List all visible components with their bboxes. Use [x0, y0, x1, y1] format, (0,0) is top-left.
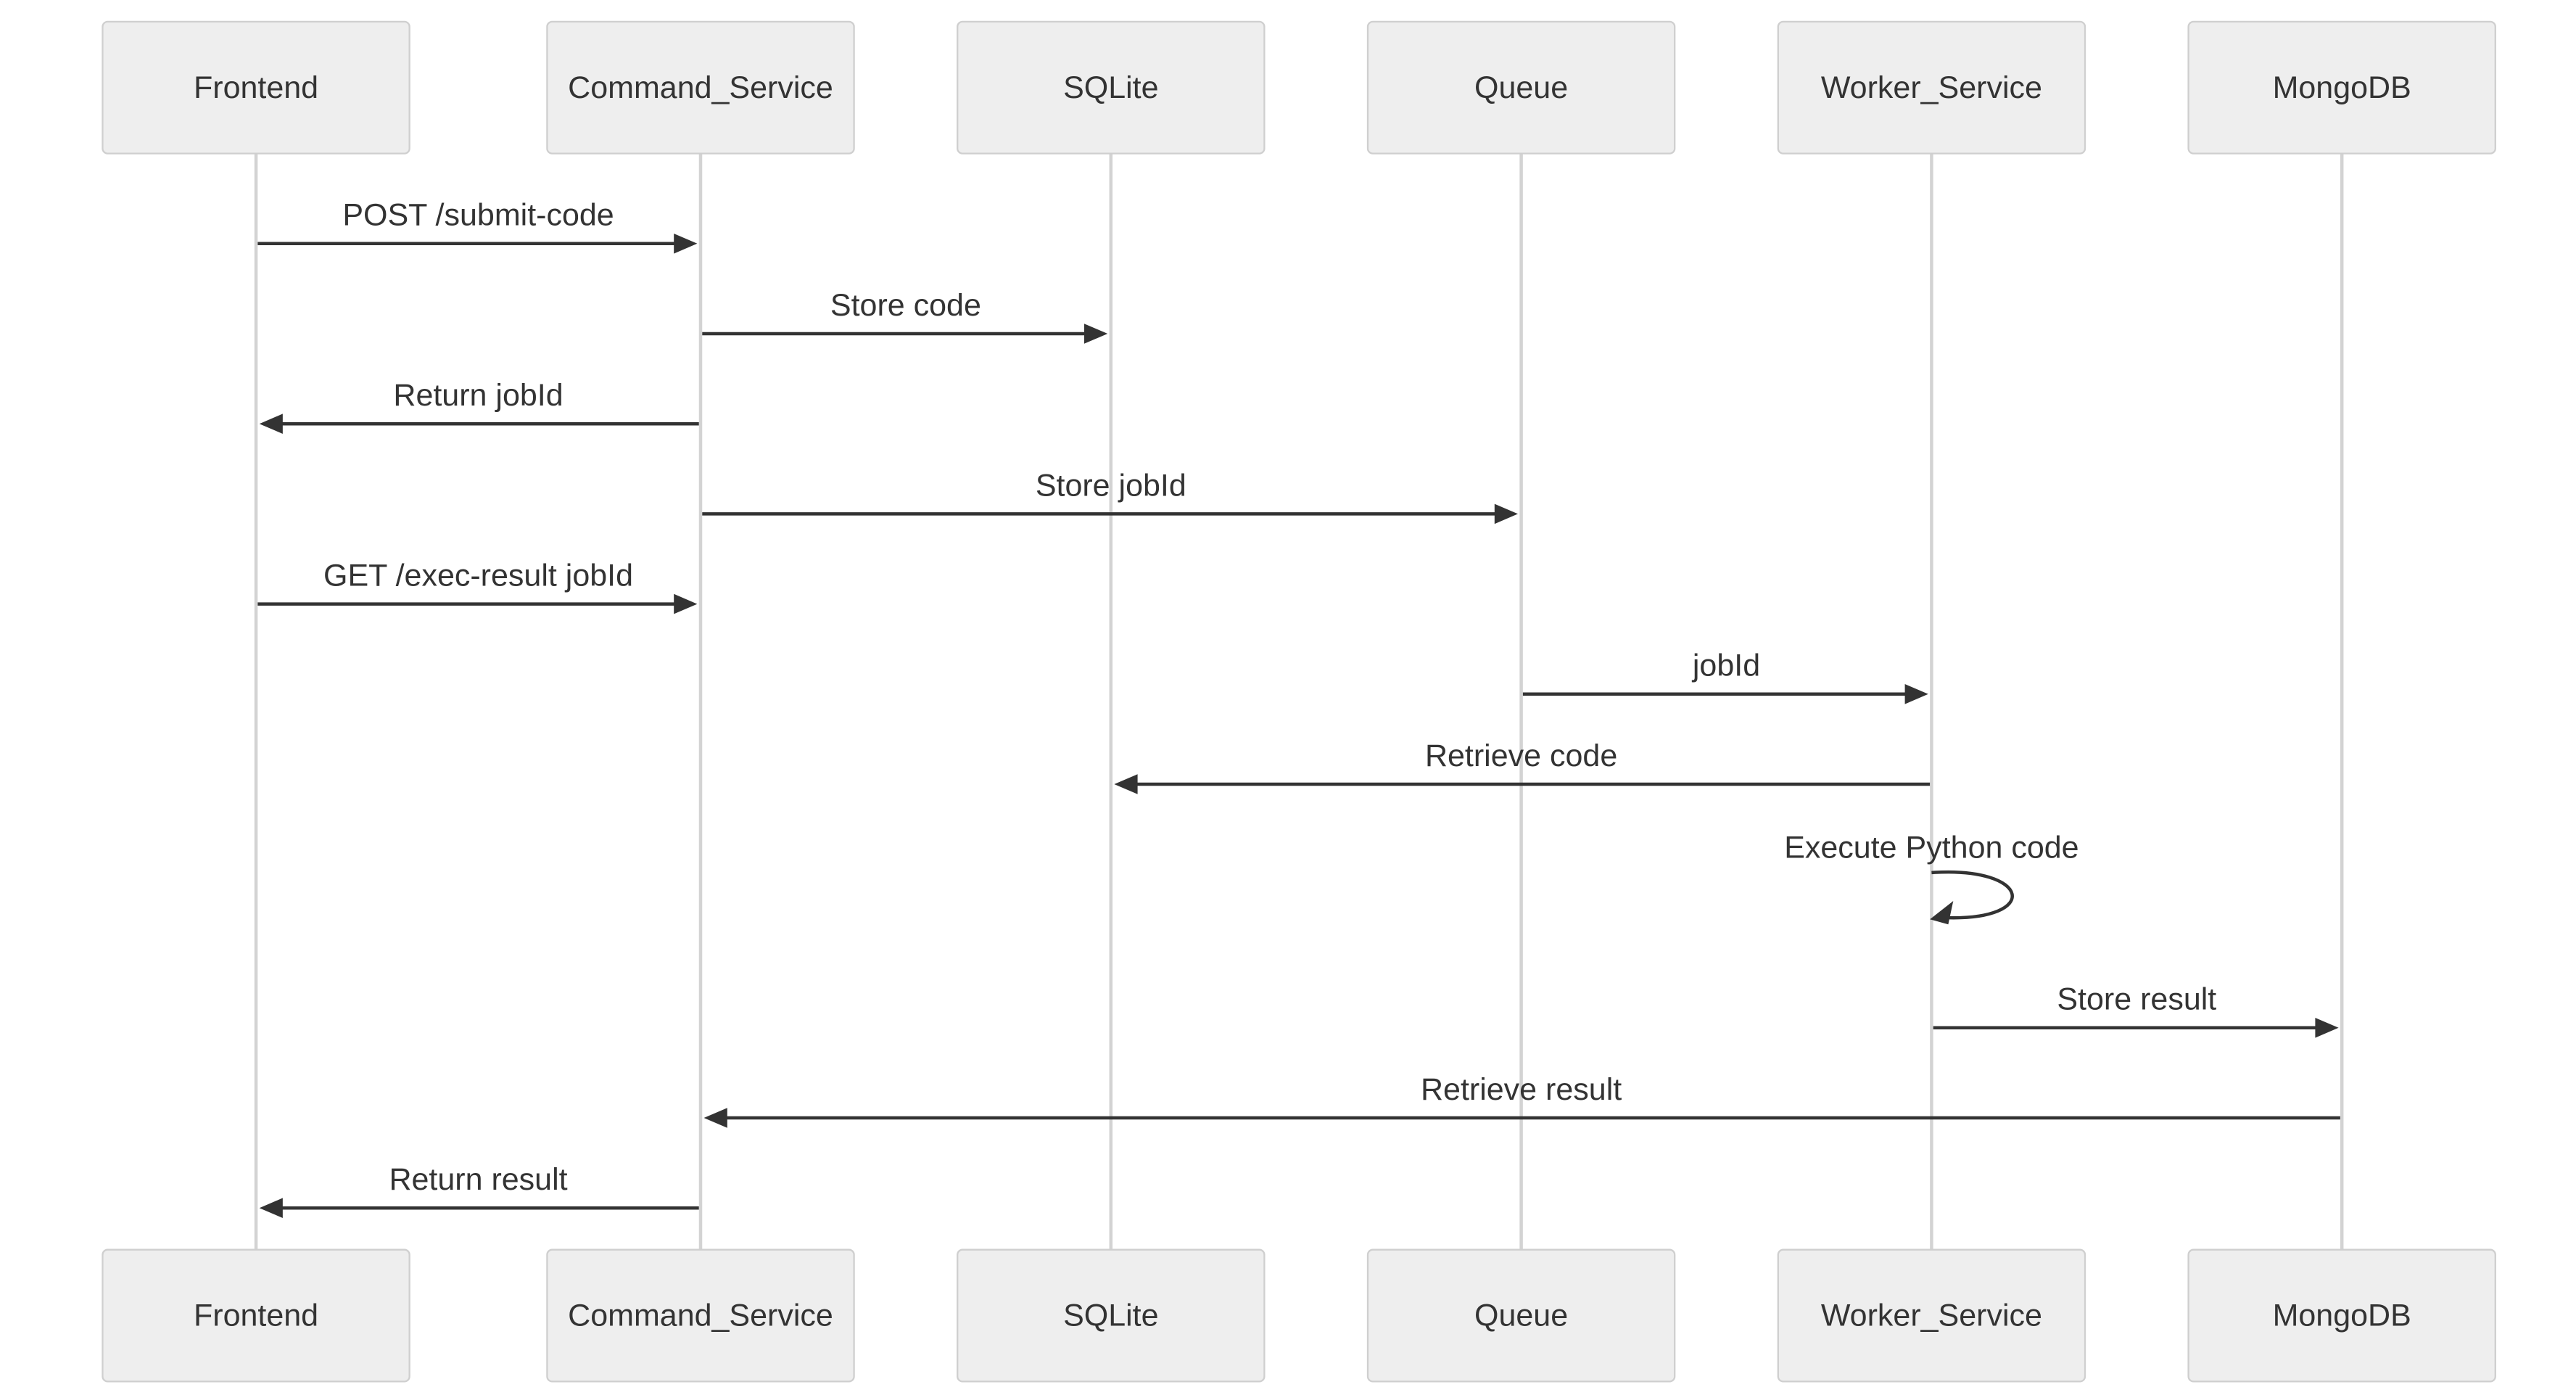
actor-label: Queue: [1474, 70, 1568, 105]
arrow-head: [259, 413, 283, 434]
arrow-head: [1084, 324, 1108, 344]
actor-bottom-queue: Queue: [1366, 1248, 1676, 1383]
actor-top-sqlite: SQLite: [957, 20, 1266, 155]
actor-box: [1366, 20, 1676, 155]
message-10: Retrieve result: [703, 1072, 2340, 1128]
actor-top-command_service: Command_Service: [546, 20, 855, 155]
arrow-head: [674, 234, 698, 254]
arrow-head: [1114, 774, 1138, 794]
message-11: Return result: [259, 1162, 699, 1218]
actor-box: [2187, 1248, 2496, 1383]
arrow-head: [1930, 901, 1954, 925]
message-6: jobId: [1522, 649, 1928, 704]
actor-label: Worker_Service: [1821, 70, 2042, 105]
message-label: POST /submit-code: [342, 198, 614, 233]
actor-label: Command_Service: [568, 70, 833, 105]
actor-top-worker_service: Worker_Service: [1777, 20, 2086, 155]
message-label: Store code: [830, 288, 981, 323]
message-label: Retrieve code: [1425, 738, 1617, 773]
actor-box: [1366, 1248, 1676, 1383]
message-label: Return result: [389, 1162, 567, 1197]
actor-box: [1777, 1248, 2086, 1383]
message-label: jobId: [1691, 649, 1760, 683]
message-4: Store jobId: [702, 468, 1518, 524]
self-arrow-line: [1931, 870, 2014, 920]
arrow-head: [703, 1108, 727, 1128]
actor-label: MongoDB: [2273, 70, 2411, 105]
actor-bottom-mongodb: MongoDB: [2187, 1248, 2496, 1383]
message-2: Store code: [702, 288, 1108, 344]
message-5: GET /exec-result jobId: [257, 559, 698, 614]
actor-label: MongoDB: [2273, 1299, 2411, 1333]
actor-label: SQLite: [1063, 70, 1158, 105]
message-label: GET /exec-result jobId: [323, 559, 633, 593]
message-1: POST /submit-code: [257, 198, 698, 254]
message-label: Store jobId: [1036, 468, 1186, 503]
actor-label: Worker_Service: [1821, 1299, 2042, 1333]
actor-top-mongodb: MongoDB: [2187, 20, 2496, 155]
arrow-head: [1904, 684, 1928, 704]
message-9: Store result: [1933, 982, 2339, 1038]
message-label: Retrieve result: [1421, 1072, 1622, 1107]
actor-bottom-sqlite: SQLite: [957, 1248, 1266, 1383]
arrow-head: [674, 593, 698, 614]
actor-label: Command_Service: [568, 1299, 833, 1333]
message-label: Execute Python code: [1784, 830, 2078, 865]
actor-bottom-worker_service: Worker_Service: [1777, 1248, 2086, 1383]
actor-box: [1777, 20, 2086, 155]
actor-bottom-frontend: Frontend: [102, 1248, 410, 1383]
actor-box: [957, 1248, 1266, 1383]
actor-box: [2187, 20, 2496, 155]
arrow-head: [259, 1198, 283, 1218]
actor-top-frontend: Frontend: [102, 20, 410, 155]
actor-box: [102, 1248, 410, 1383]
actor-bottom-command_service: Command_Service: [546, 1248, 855, 1383]
message-8: Execute Python code: [1784, 830, 2079, 925]
actor-label: Frontend: [194, 70, 318, 105]
actor-box: [957, 20, 1266, 155]
actor-box: [546, 20, 855, 155]
actor-top-queue: Queue: [1366, 20, 1676, 155]
arrow-head: [1494, 503, 1518, 524]
arrow-head: [2315, 1018, 2339, 1038]
actor-box: [546, 1248, 855, 1383]
message-label: Return jobId: [393, 378, 563, 413]
actor-label: Queue: [1474, 1299, 1568, 1333]
actor-label: SQLite: [1063, 1299, 1158, 1333]
actor-label: Frontend: [194, 1299, 318, 1333]
message-label: Store result: [2057, 982, 2216, 1017]
message-3: Return jobId: [259, 378, 699, 434]
message-7: Retrieve code: [1114, 738, 1931, 794]
actor-box: [102, 20, 410, 155]
